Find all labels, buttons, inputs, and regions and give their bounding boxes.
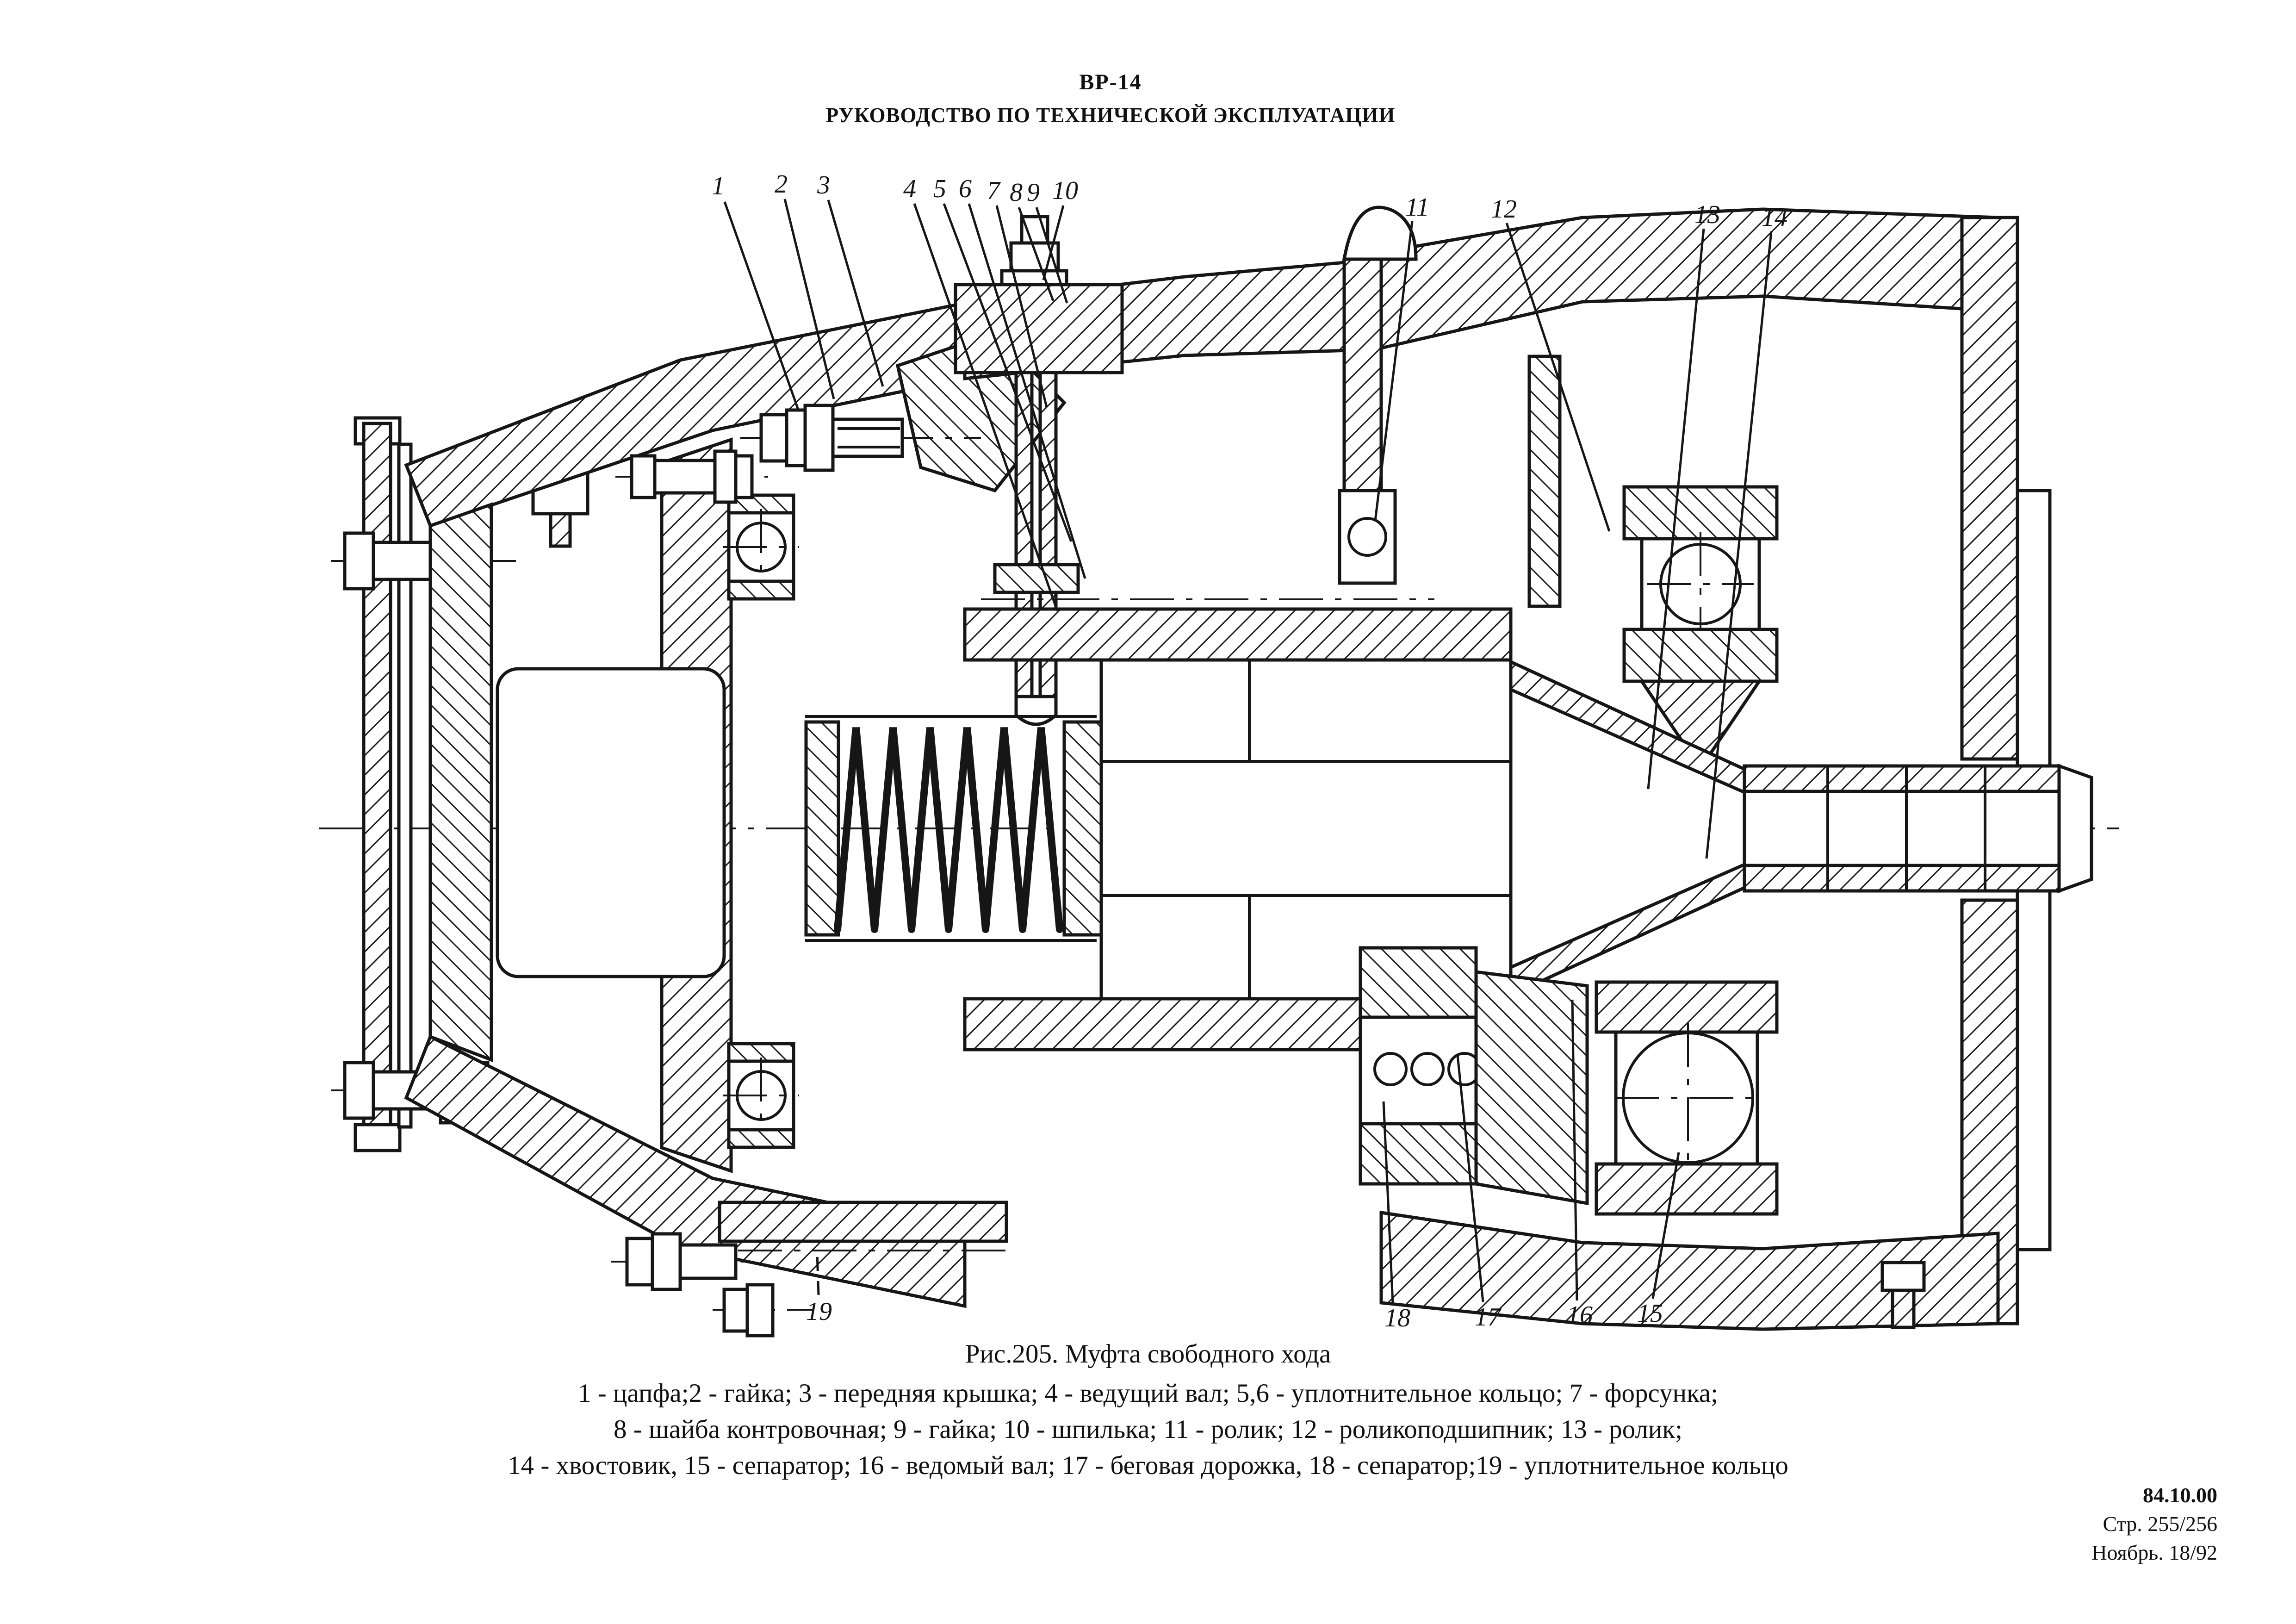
output-shaft [1743, 764, 2093, 893]
leader-line-9 [1035, 207, 1068, 304]
leader-line-16 [1571, 999, 1578, 1301]
leader-line-11 [1374, 221, 1414, 521]
housing-window [496, 667, 726, 978]
callout-leader-lines [723, 199, 1773, 1304]
callout-label-1: 1 [712, 172, 725, 200]
driven-shaft-cone [1509, 659, 1746, 998]
stud-nut-injector [954, 215, 1124, 726]
case-bottom-stud [1880, 1261, 1926, 1329]
leader-line-8 [1018, 207, 1055, 301]
leader-line-3 [827, 199, 884, 387]
callout-label-17: 17 [1475, 1303, 1501, 1332]
page-header: ВР-14 РУКОВОДСТВО ПО ТЕХНИЧЕСКОЙ ЭКСПЛУА… [0, 69, 2221, 127]
leader-line-17 [1456, 1055, 1484, 1302]
hub-bearing-upper [723, 493, 799, 601]
race-separator [1359, 946, 1589, 1206]
callout-label-5: 5 [933, 174, 946, 203]
legend-line-1: 1 - цапфа;2 - гайка; 3 - передняя крышка… [577, 1379, 1719, 1408]
roller-bearing-upper [1622, 485, 1779, 772]
callout-label-11: 11 [1405, 193, 1429, 222]
leader-line-5 [943, 203, 1073, 542]
hub-bearing-lower [723, 1042, 799, 1149]
leader-line-1 [723, 201, 800, 410]
callout-label-16: 16 [1567, 1301, 1593, 1330]
callout-label-13: 13 [1694, 200, 1720, 229]
callout-label-3: 3 [817, 171, 830, 199]
leader-line-19 [816, 1253, 820, 1295]
leader-line-10 [1042, 205, 1065, 280]
spring [804, 715, 1103, 942]
callout-label-6: 6 [959, 174, 972, 203]
leader-line-2 [783, 199, 835, 399]
manual-title: РУКОВОДСТВО ПО ТЕХНИЧЕСКОЙ ЭКСПЛУАТАЦИИ [825, 104, 1396, 127]
roller-upper [1338, 489, 1397, 585]
footer-page-number: Стр. 255/256 [2103, 1512, 2217, 1536]
figure-caption-block: Рис.205. Муфта свободного хода 1 - цапфа… [0, 1339, 2296, 1484]
leader-line-7 [995, 205, 1048, 408]
callout-label-12: 12 [1491, 195, 1517, 224]
callout-label-9: 9 [1027, 178, 1040, 207]
callout-label-7: 7 [987, 176, 1000, 205]
leader-line-6 [968, 203, 1086, 579]
callout-label-18: 18 [1384, 1304, 1410, 1332]
callout-label-15: 15 [1637, 1299, 1663, 1328]
leader-line-13 [1647, 228, 1705, 790]
callout-label-14: 14 [1762, 203, 1787, 232]
page-footer: 84.10.00 Стр. 255/256 Ноябрь. 18/92 [2091, 1481, 2217, 1567]
right-case [1342, 205, 2052, 1331]
roller-bearing-lower [1595, 980, 1779, 1216]
leader-line-12 [1505, 223, 1611, 532]
leader-line-14 [1705, 231, 1773, 859]
callout-label-10: 10 [1052, 176, 1078, 205]
callout-label-4: 4 [903, 174, 916, 203]
leader-line-18 [1382, 1101, 1394, 1304]
bottom-flange-bolts [611, 1201, 1011, 1338]
footer-date: Ноябрь. 18/92 [2091, 1541, 2217, 1564]
aircraft-model-title: ВР-14 [1079, 70, 1142, 94]
leader-line-15 [1651, 1152, 1680, 1299]
callout-label-19: 19 [806, 1297, 832, 1326]
legend-line-3: 14 - хвостовик, 15 - сепаратор; 16 - вед… [508, 1451, 1788, 1480]
figure-caption: Рис.205. Муфта свободного хода [965, 1339, 1331, 1369]
callout-label-8: 8 [1010, 178, 1023, 207]
footer-section-number: 84.10.00 [2143, 1483, 2217, 1507]
figure-legend: 1 - цапфа;2 - гайка; 3 - передняя крышка… [0, 1375, 2296, 1484]
cover-bolt-small [615, 449, 768, 504]
leader-line-4 [913, 203, 1059, 611]
left-flange-plate [354, 416, 413, 1152]
callout-label-2: 2 [775, 170, 788, 199]
legend-line-2: 8 - шайба контровочная; 9 - гайка; 10 - … [614, 1415, 1682, 1444]
